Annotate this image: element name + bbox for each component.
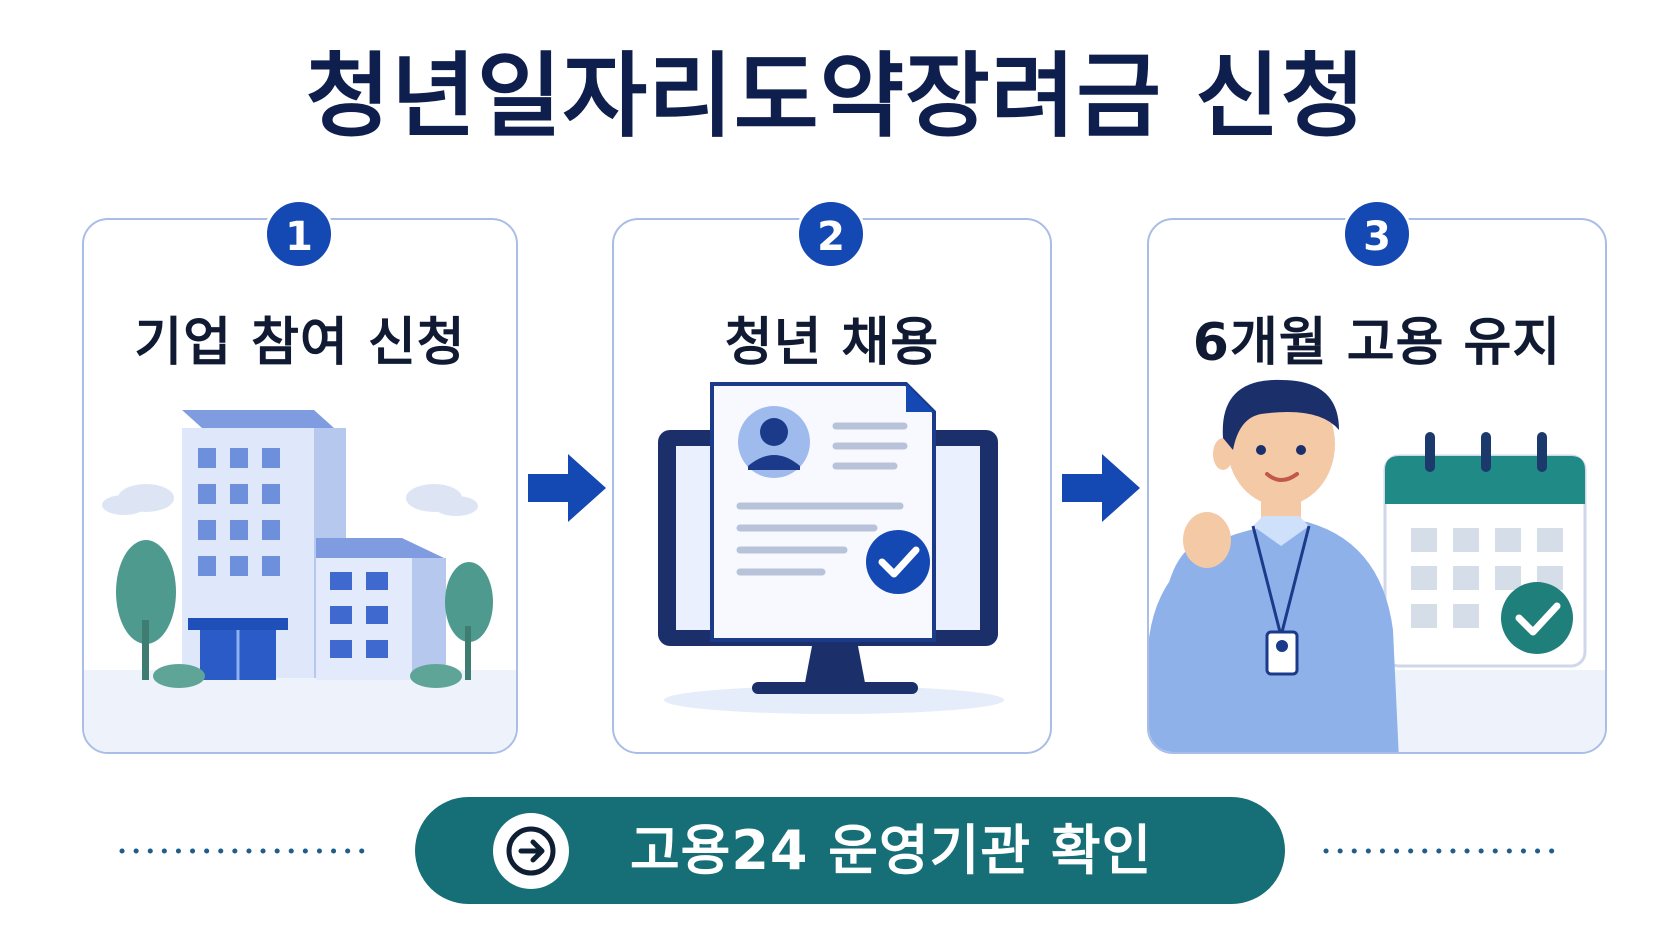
page-title: 청년일자리도약장려금 신청: [305, 43, 1367, 150]
employee-calendar-illustration: [1149, 379, 1605, 752]
right-arrow-icon: [1062, 454, 1140, 522]
office-building-illustration: [84, 410, 516, 752]
arrow-right-icon: [493, 813, 569, 889]
monitor-resume-illustration: [658, 382, 1004, 714]
step-card-youth-hiring: 청년 채용: [612, 218, 1052, 754]
step-3-label: 6개월 고용 유지: [1192, 313, 1562, 373]
step-1-label: 기업 참여 신청: [134, 313, 466, 373]
dotted-divider-right: [1323, 848, 1561, 854]
step-3-badge: 3: [1342, 199, 1412, 269]
step-2-label: 청년 채용: [724, 313, 940, 373]
step-1-badge: 1: [264, 199, 334, 269]
step-card-company-application: 기업 참여 신청: [82, 218, 518, 754]
right-arrow-icon: [528, 454, 606, 522]
check-operator-button[interactable]: 고용24 운영기관 확인: [415, 797, 1285, 904]
dotted-divider-left: [119, 848, 377, 854]
step-card-employment-retention: 6개월 고용 유지: [1147, 218, 1607, 754]
check-operator-label: 고용24 운영기관 확인: [630, 819, 1153, 882]
step-2-badge: 2: [796, 199, 866, 269]
